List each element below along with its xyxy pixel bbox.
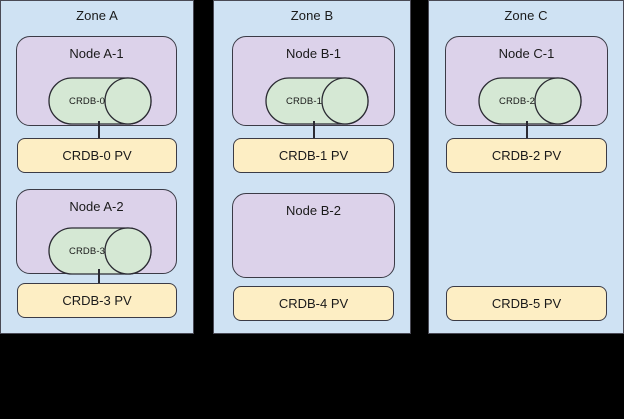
zone-b-label: Zone B	[290, 8, 334, 23]
database-crdb-3: CRDB-3	[48, 227, 152, 275]
database-crdb-1-label: CRDB-1	[286, 95, 322, 107]
pv-crdb-0-label: CRDB-0 PV	[62, 148, 132, 163]
pv-crdb-1: CRDB-1 PV	[233, 138, 394, 173]
cylinder-shape	[478, 77, 582, 125]
pv-crdb-0: CRDB-0 PV	[17, 138, 177, 173]
connector-node-a-1-to-crdb-0-pv	[98, 121, 100, 141]
zone-a-label: Zone A	[76, 8, 118, 23]
cylinder-shape	[48, 227, 152, 275]
node-b-2: Node B-2	[232, 193, 395, 278]
database-crdb-3-label: CRDB-3	[69, 245, 105, 257]
zone-c: Zone C Node C-1 CRDB-2 CRDB-2 PV CRDB-5 …	[428, 0, 624, 334]
node-b-2-label: Node B-2	[286, 203, 341, 218]
database-crdb-0-label: CRDB-0	[69, 95, 105, 107]
node-a-2: Node A-2 CRDB-3	[16, 189, 177, 275]
node-c-1-label: Node C-1	[498, 46, 555, 61]
database-crdb-1: CRDB-1	[265, 77, 369, 125]
node-a-1-label: Node A-1	[69, 46, 124, 61]
connector-node-a-2-to-crdb-3-pv	[98, 269, 100, 287]
zone-c-label: Zone C	[504, 8, 548, 23]
node-b-1-label: Node B-1	[286, 46, 341, 61]
connector-node-c-1-to-crdb-2-pv	[526, 121, 528, 141]
node-a-1: Node A-1 CRDB-0	[16, 36, 177, 126]
pv-crdb-3-label: CRDB-3 PV	[62, 293, 132, 308]
pv-crdb-4-label: CRDB-4 PV	[278, 296, 349, 311]
node-c-1: Node C-1 CRDB-2	[445, 36, 608, 126]
pv-crdb-2: CRDB-2 PV	[446, 138, 607, 173]
pv-crdb-5: CRDB-5 PV	[446, 286, 607, 321]
node-a-2-label: Node A-2	[69, 199, 124, 214]
cylinder-shape	[265, 77, 369, 125]
zone-a: Zone A Node A-1 CRDB-0 CRDB-0 PV Node A-…	[0, 0, 194, 334]
cylinder-shape	[48, 77, 152, 125]
connector-node-b-1-to-crdb-1-pv	[313, 121, 315, 141]
database-crdb-2: CRDB-2	[478, 77, 582, 125]
zone-b: Zone B Node B-1 CRDB-1 CRDB-1 PV Node B-…	[213, 0, 411, 334]
database-crdb-0: CRDB-0	[48, 77, 152, 125]
pv-crdb-2-label: CRDB-2 PV	[491, 148, 562, 163]
database-crdb-2-label: CRDB-2	[499, 95, 535, 107]
pv-crdb-4: CRDB-4 PV	[233, 286, 394, 321]
node-b-1: Node B-1 CRDB-1	[232, 36, 395, 126]
pv-crdb-3: CRDB-3 PV	[17, 283, 177, 318]
pv-crdb-1-label: CRDB-1 PV	[278, 148, 349, 163]
pv-crdb-5-label: CRDB-5 PV	[491, 296, 562, 311]
